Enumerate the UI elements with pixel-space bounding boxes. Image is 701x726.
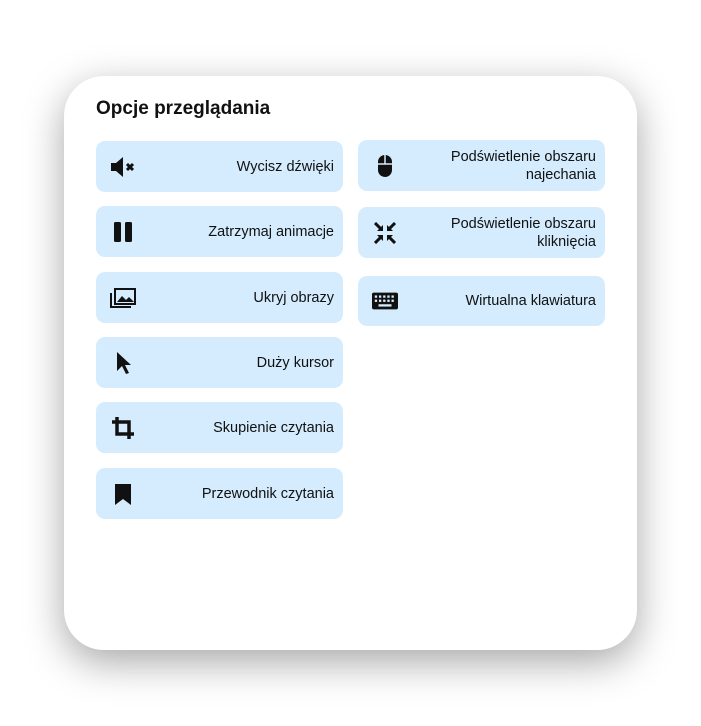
reading-guide-button[interactable]: Przewodnik czytania <box>96 468 343 519</box>
cursor-icon <box>110 350 136 376</box>
button-label: Wirtualna klawiatura <box>465 293 596 309</box>
hide-images-button[interactable]: Ukryj obrazy <box>96 272 343 323</box>
bookmark-icon <box>110 481 136 507</box>
crop-icon <box>110 415 136 441</box>
images-icon <box>110 285 136 311</box>
mouse-icon <box>372 153 398 179</box>
button-label: Podświetlenie obszaru kliknięcia <box>450 215 596 250</box>
virtual-keyboard-button[interactable]: Wirtualna klawiatura <box>358 276 605 326</box>
pause-icon <box>110 219 136 245</box>
button-label: Skupienie czytania <box>213 419 334 436</box>
keyboard-icon <box>372 288 398 314</box>
large-cursor-button[interactable]: Duży kursor <box>96 337 343 388</box>
click-highlight-button[interactable]: Podświetlenie obszaru kliknięcia <box>358 207 605 258</box>
collapse-arrows-icon <box>372 220 398 246</box>
mute-sounds-button[interactable]: Wycisz dźwięki <box>96 141 343 192</box>
mute-icon <box>110 154 136 180</box>
button-label: Podświetlenie obszaru najechania <box>450 148 596 183</box>
button-label: Wycisz dźwięki <box>236 158 334 175</box>
panel-title: Opcje przeglądania <box>96 98 271 119</box>
hover-highlight-button[interactable]: Podświetlenie obszaru najechania <box>358 140 605 191</box>
button-label: Ukryj obrazy <box>253 289 334 306</box>
pause-animations-button[interactable]: Zatrzymaj animacje <box>96 206 343 257</box>
button-label: Zatrzymaj animacje <box>208 223 334 240</box>
reading-focus-button[interactable]: Skupienie czytania <box>96 402 343 453</box>
browsing-options-panel: Opcje przeglądania Wycisz dźwięki Zatrzy… <box>64 76 637 650</box>
button-label: Duży kursor <box>256 354 334 371</box>
button-label: Przewodnik czytania <box>201 485 334 502</box>
